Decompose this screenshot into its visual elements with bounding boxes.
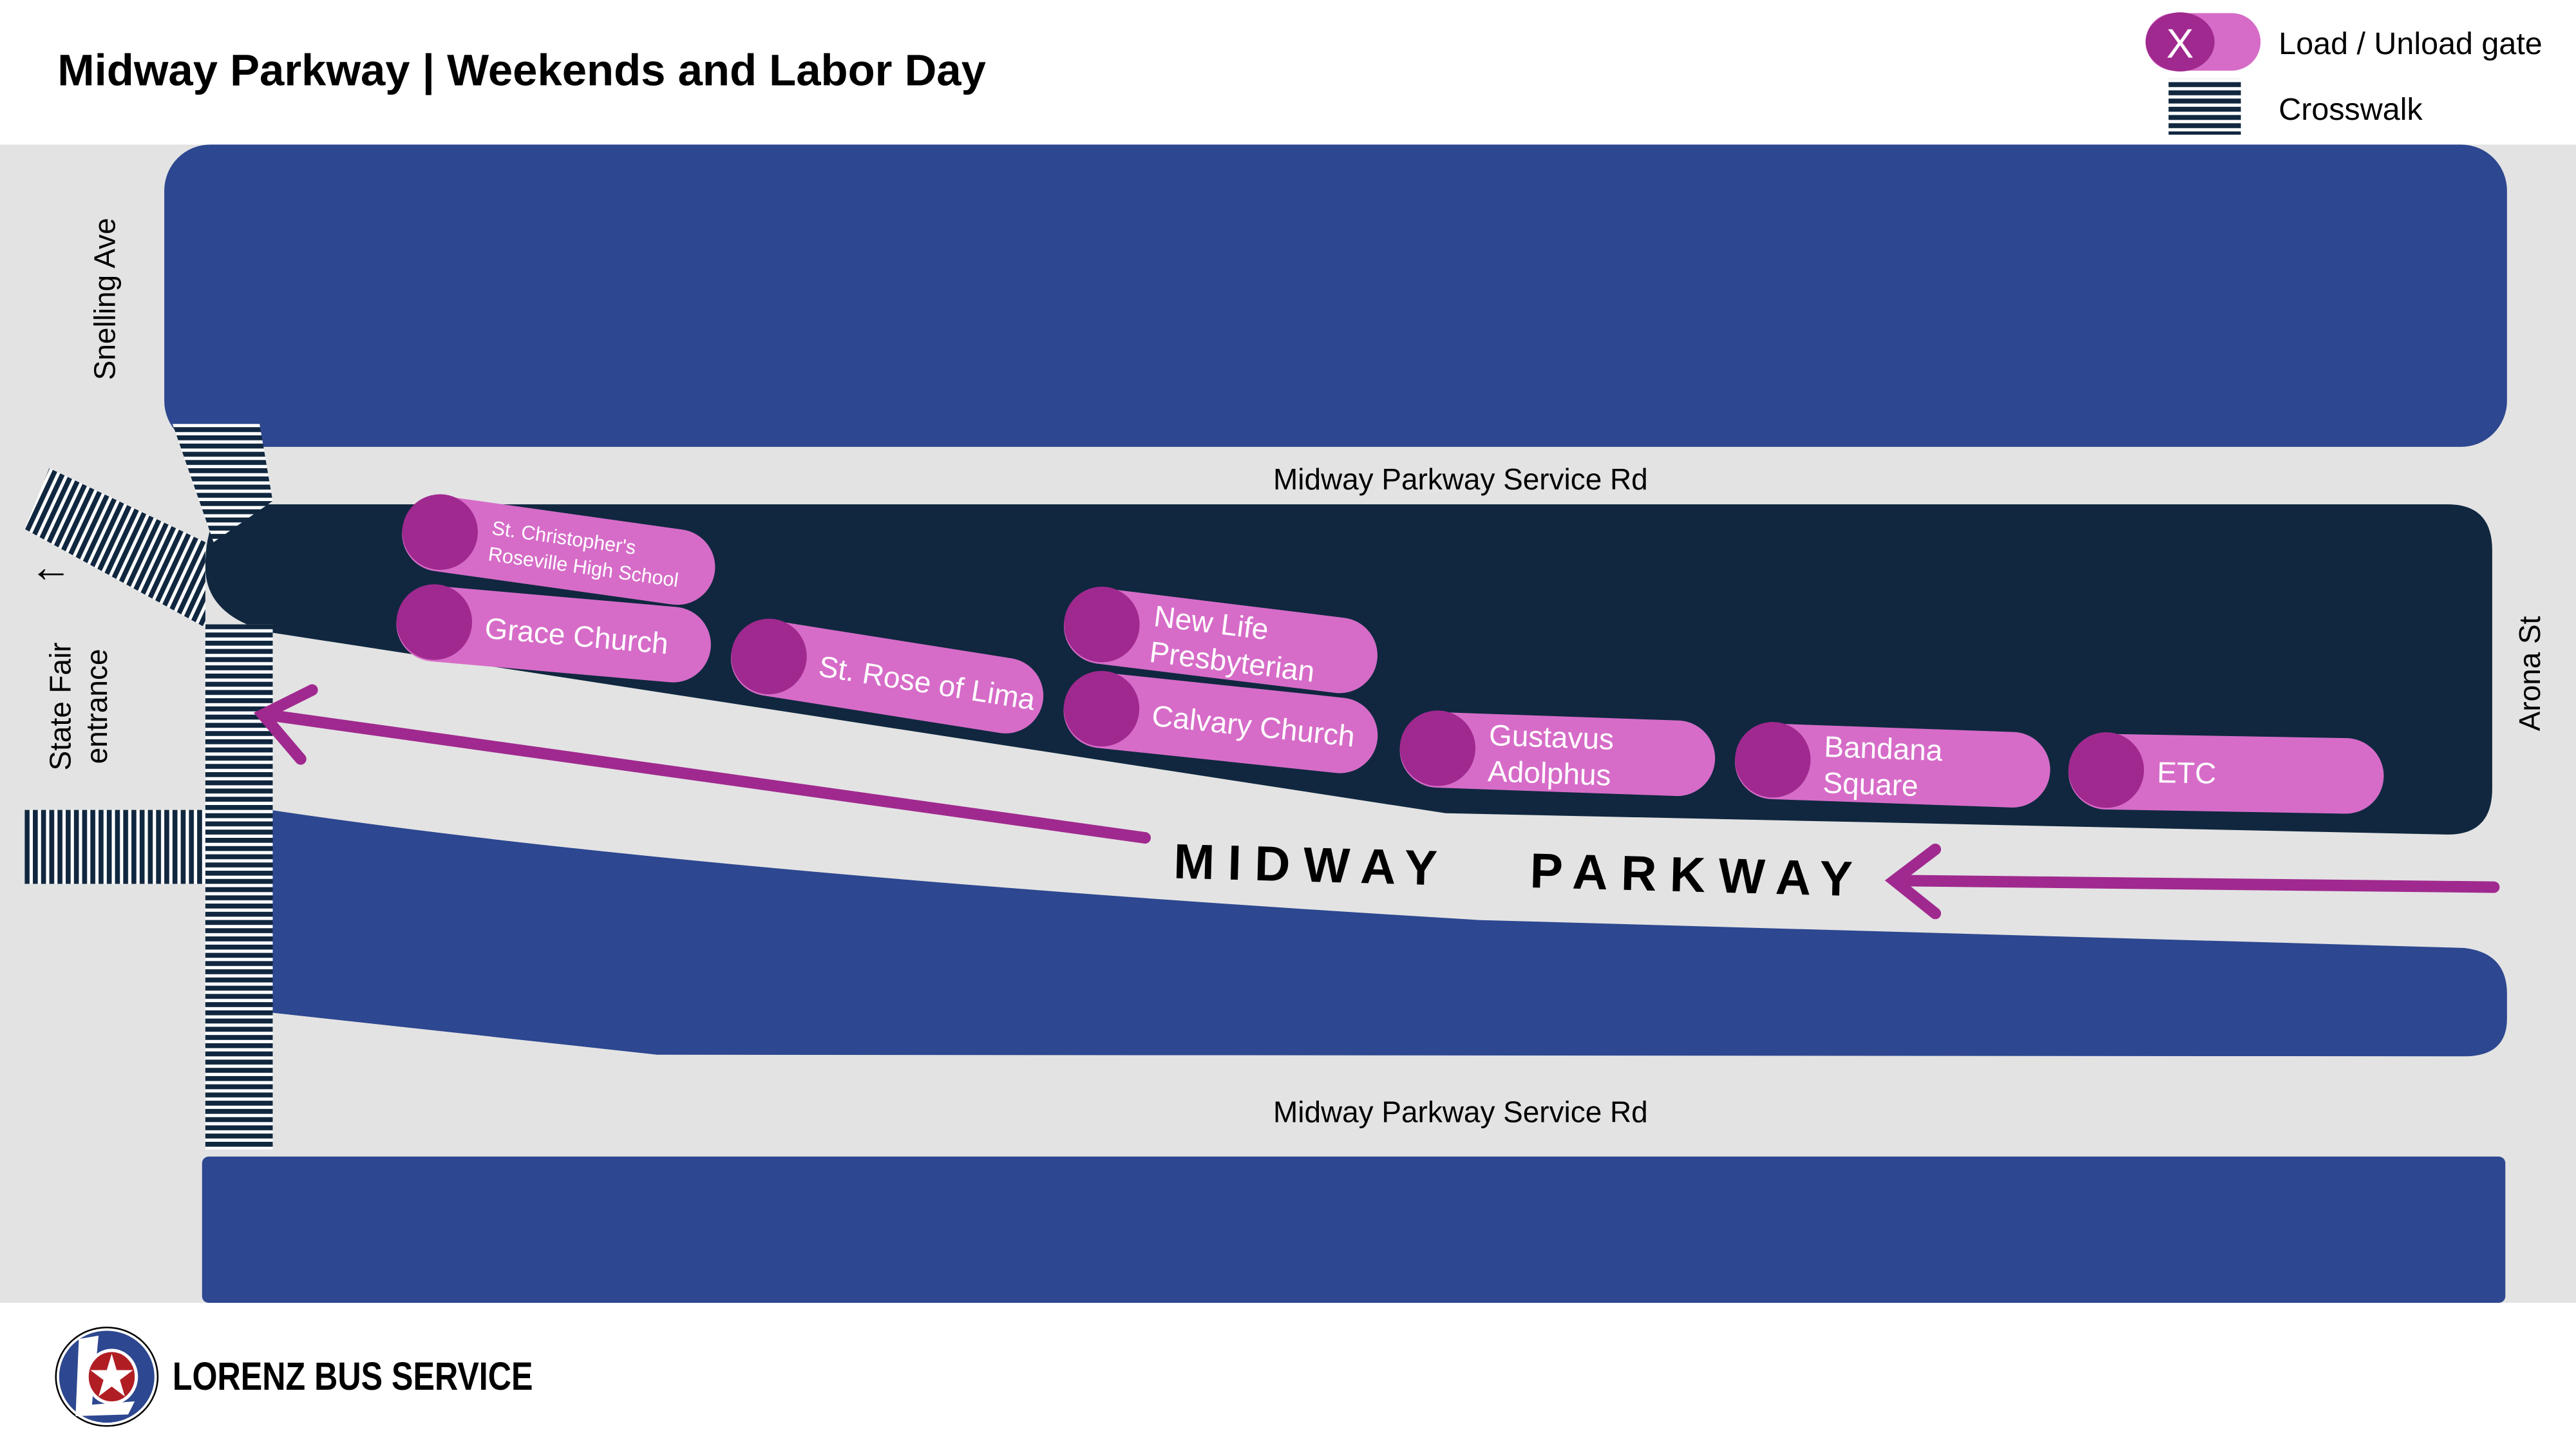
star-icon bbox=[90, 1354, 133, 1397]
gate-grace-church[interactable]: Grace Church bbox=[393, 581, 714, 685]
block-north bbox=[164, 144, 2507, 447]
svg-text:Gustavus: Gustavus bbox=[1488, 718, 1615, 756]
block-south bbox=[205, 805, 2507, 1057]
lorenz-logo bbox=[55, 1326, 159, 1427]
gates: St. Christopher's Roseville High School … bbox=[393, 494, 2385, 814]
legend-gate-label: Load / Unload gate bbox=[2278, 26, 2543, 61]
traffic-arrows bbox=[253, 684, 2500, 920]
block-far-south bbox=[202, 1156, 2506, 1303]
gate-gustavus[interactable]: Gustavus Adolphus bbox=[1399, 709, 1717, 797]
gate-st-rose[interactable]: St. Rose of Lima bbox=[725, 613, 1049, 739]
crosswalk-state-fair bbox=[24, 810, 205, 884]
svg-text:State Fair: State Fair bbox=[44, 642, 77, 770]
legend-gate-icon: X bbox=[2145, 12, 2261, 71]
gate-etc[interactable]: ETC bbox=[2068, 732, 2385, 814]
label-state-fair: State Fair entrance bbox=[44, 642, 113, 770]
crosswalk-west bbox=[205, 624, 273, 1150]
svg-text:Adolphus: Adolphus bbox=[1487, 754, 1611, 792]
brand-name: LORENZ BUS SERVICE bbox=[173, 1354, 533, 1398]
arrow-east-icon bbox=[1891, 875, 2500, 893]
arrow-west-icon bbox=[260, 708, 1151, 844]
crosswalk-snelling bbox=[172, 424, 273, 542]
legend-crosswalk-label: Crosswalk bbox=[2278, 92, 2423, 127]
label-service-rd-top: Midway Parkway Service Rd bbox=[1273, 462, 1648, 496]
label-snelling: Snelling Ave bbox=[88, 218, 122, 380]
svg-text:X: X bbox=[2166, 20, 2194, 66]
label-arona: Arona St bbox=[2513, 616, 2546, 731]
svg-text:Square: Square bbox=[1823, 766, 1919, 802]
page-title: Midway Parkway | Weekends and Labor Day bbox=[57, 46, 986, 96]
svg-text:entrance: entrance bbox=[80, 649, 113, 764]
crosswalk-diagonal bbox=[24, 468, 205, 628]
gate-new-life[interactable]: New Life Presbyterian bbox=[1059, 582, 1382, 697]
svg-text:ETC: ETC bbox=[2157, 755, 2217, 790]
svg-text:Bandana: Bandana bbox=[1824, 730, 1944, 767]
gate-calvary[interactable]: Calvary Church bbox=[1060, 667, 1382, 777]
gate-bandana[interactable]: Bandana Square bbox=[1734, 721, 2052, 809]
legend-crosswalk-icon bbox=[2168, 79, 2241, 135]
legend: X Load / Unload gate Crosswalk bbox=[2145, 12, 2543, 135]
left-arrow-icon: ← bbox=[30, 544, 72, 591]
label-service-rd-bottom: Midway Parkway Service Rd bbox=[1273, 1095, 1648, 1128]
